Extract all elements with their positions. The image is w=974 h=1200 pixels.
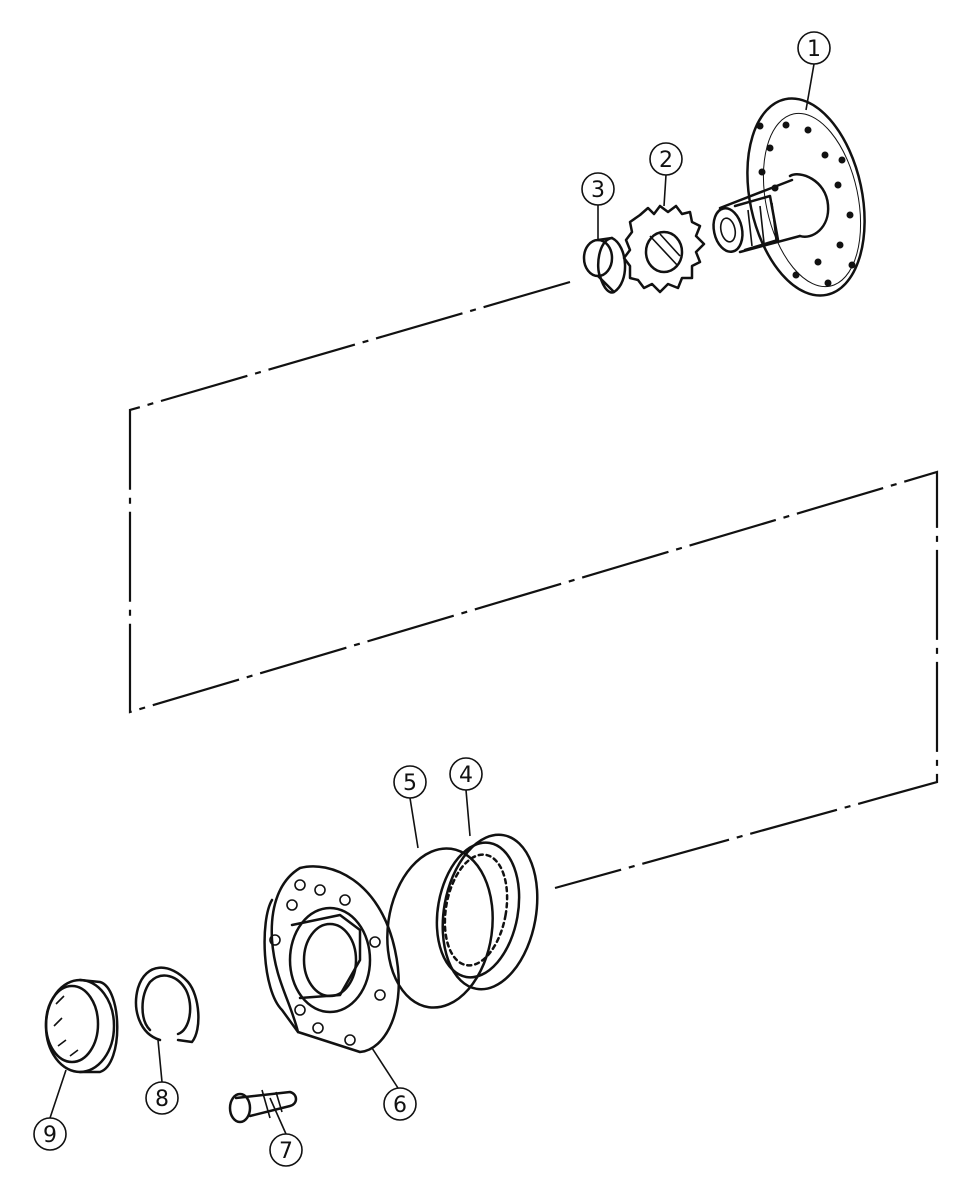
part-4-ring-gear	[435, 833, 539, 991]
callout-label: 3	[591, 178, 605, 203]
part-3-bushing	[582, 236, 627, 294]
callout-8: 8	[145, 1081, 179, 1115]
part-7-bolt	[228, 1089, 298, 1124]
part-1-flange-shaft	[712, 97, 866, 297]
callout-label: 8	[155, 1087, 169, 1112]
callout-6: 6	[383, 1087, 417, 1121]
part-2-gear	[622, 204, 706, 294]
part-9-bearing	[44, 978, 119, 1074]
callout-label: 6	[393, 1093, 407, 1118]
part-5-o-ring	[386, 847, 494, 1009]
callout-label: 9	[43, 1123, 57, 1148]
callout-label: 1	[807, 37, 821, 62]
callout-2: 2	[649, 142, 683, 176]
callout-label: 7	[279, 1139, 293, 1164]
leader-lines	[49, 63, 815, 1135]
part-6-pump-housing	[263, 865, 400, 1054]
callout-1: 1	[797, 31, 831, 65]
callout-5: 5	[393, 765, 427, 799]
callout-4: 4	[449, 757, 483, 791]
callout-label: 5	[403, 771, 417, 796]
callout-3: 3	[581, 172, 615, 206]
callout-9: 9	[33, 1117, 67, 1151]
part-8-snap-ring	[134, 966, 200, 1044]
callout-label: 4	[459, 763, 473, 788]
alignment-lines	[128, 280, 939, 890]
callout-7: 7	[269, 1133, 303, 1167]
callout-label: 2	[659, 148, 673, 173]
